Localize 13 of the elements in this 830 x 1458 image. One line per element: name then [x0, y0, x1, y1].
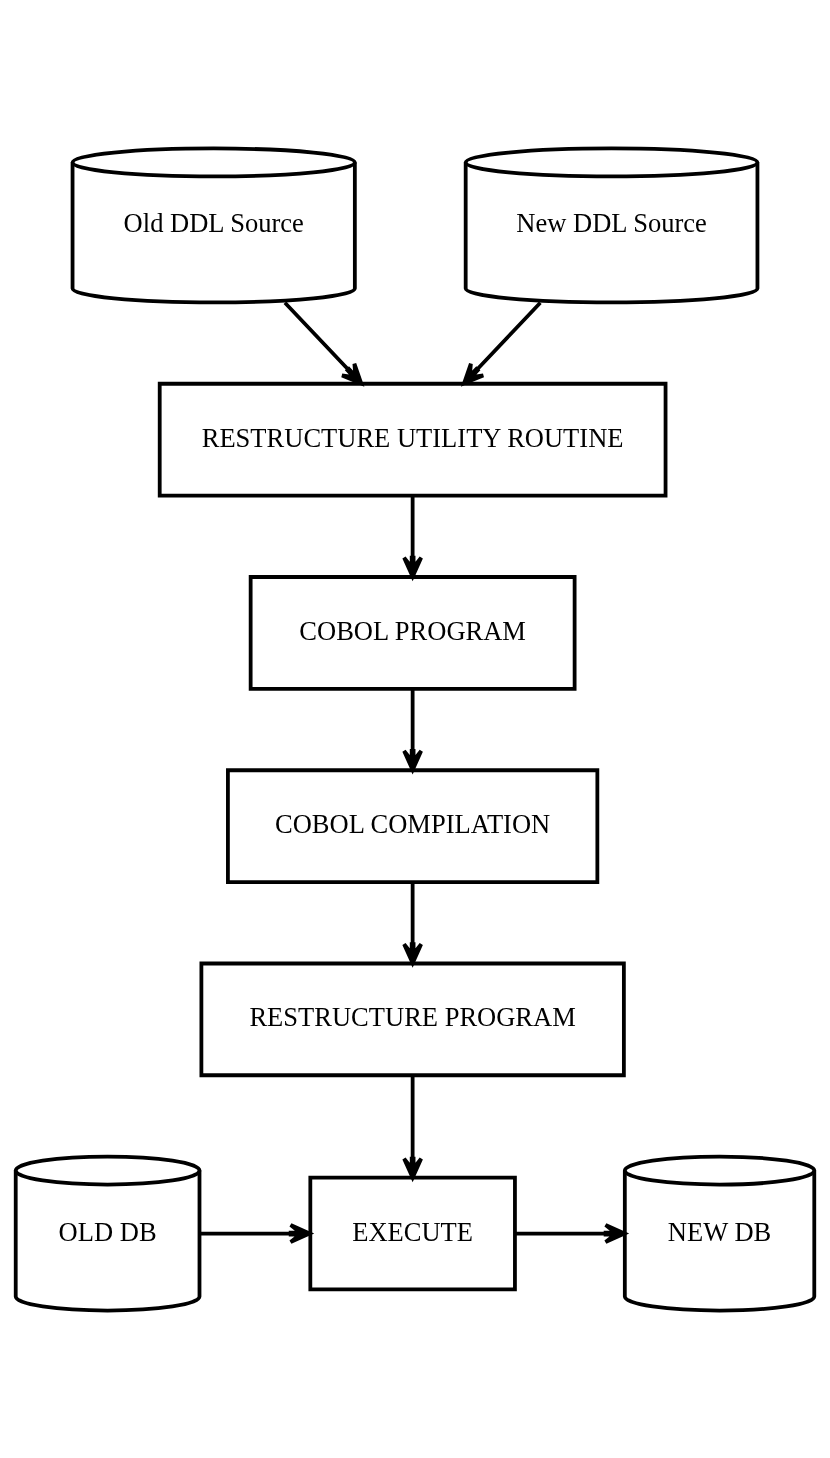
node-box: RESTRUCTURE UTILITY ROUTINE [157, 381, 668, 497]
node-box: COBOL PROGRAM [248, 574, 577, 691]
node-box: COBOL COMPILATION [226, 767, 600, 884]
arrow [402, 495, 424, 579]
arrow [402, 1074, 424, 1180]
arrow [199, 1222, 312, 1244]
arrow [402, 881, 424, 965]
arrow [462, 300, 542, 385]
arrow [515, 1222, 627, 1244]
node-box: RESTRUCTURE PROGRAM [199, 961, 626, 1077]
arrow [402, 688, 424, 772]
arrow [283, 300, 364, 385]
node-box: EXECUTE [308, 1175, 517, 1291]
